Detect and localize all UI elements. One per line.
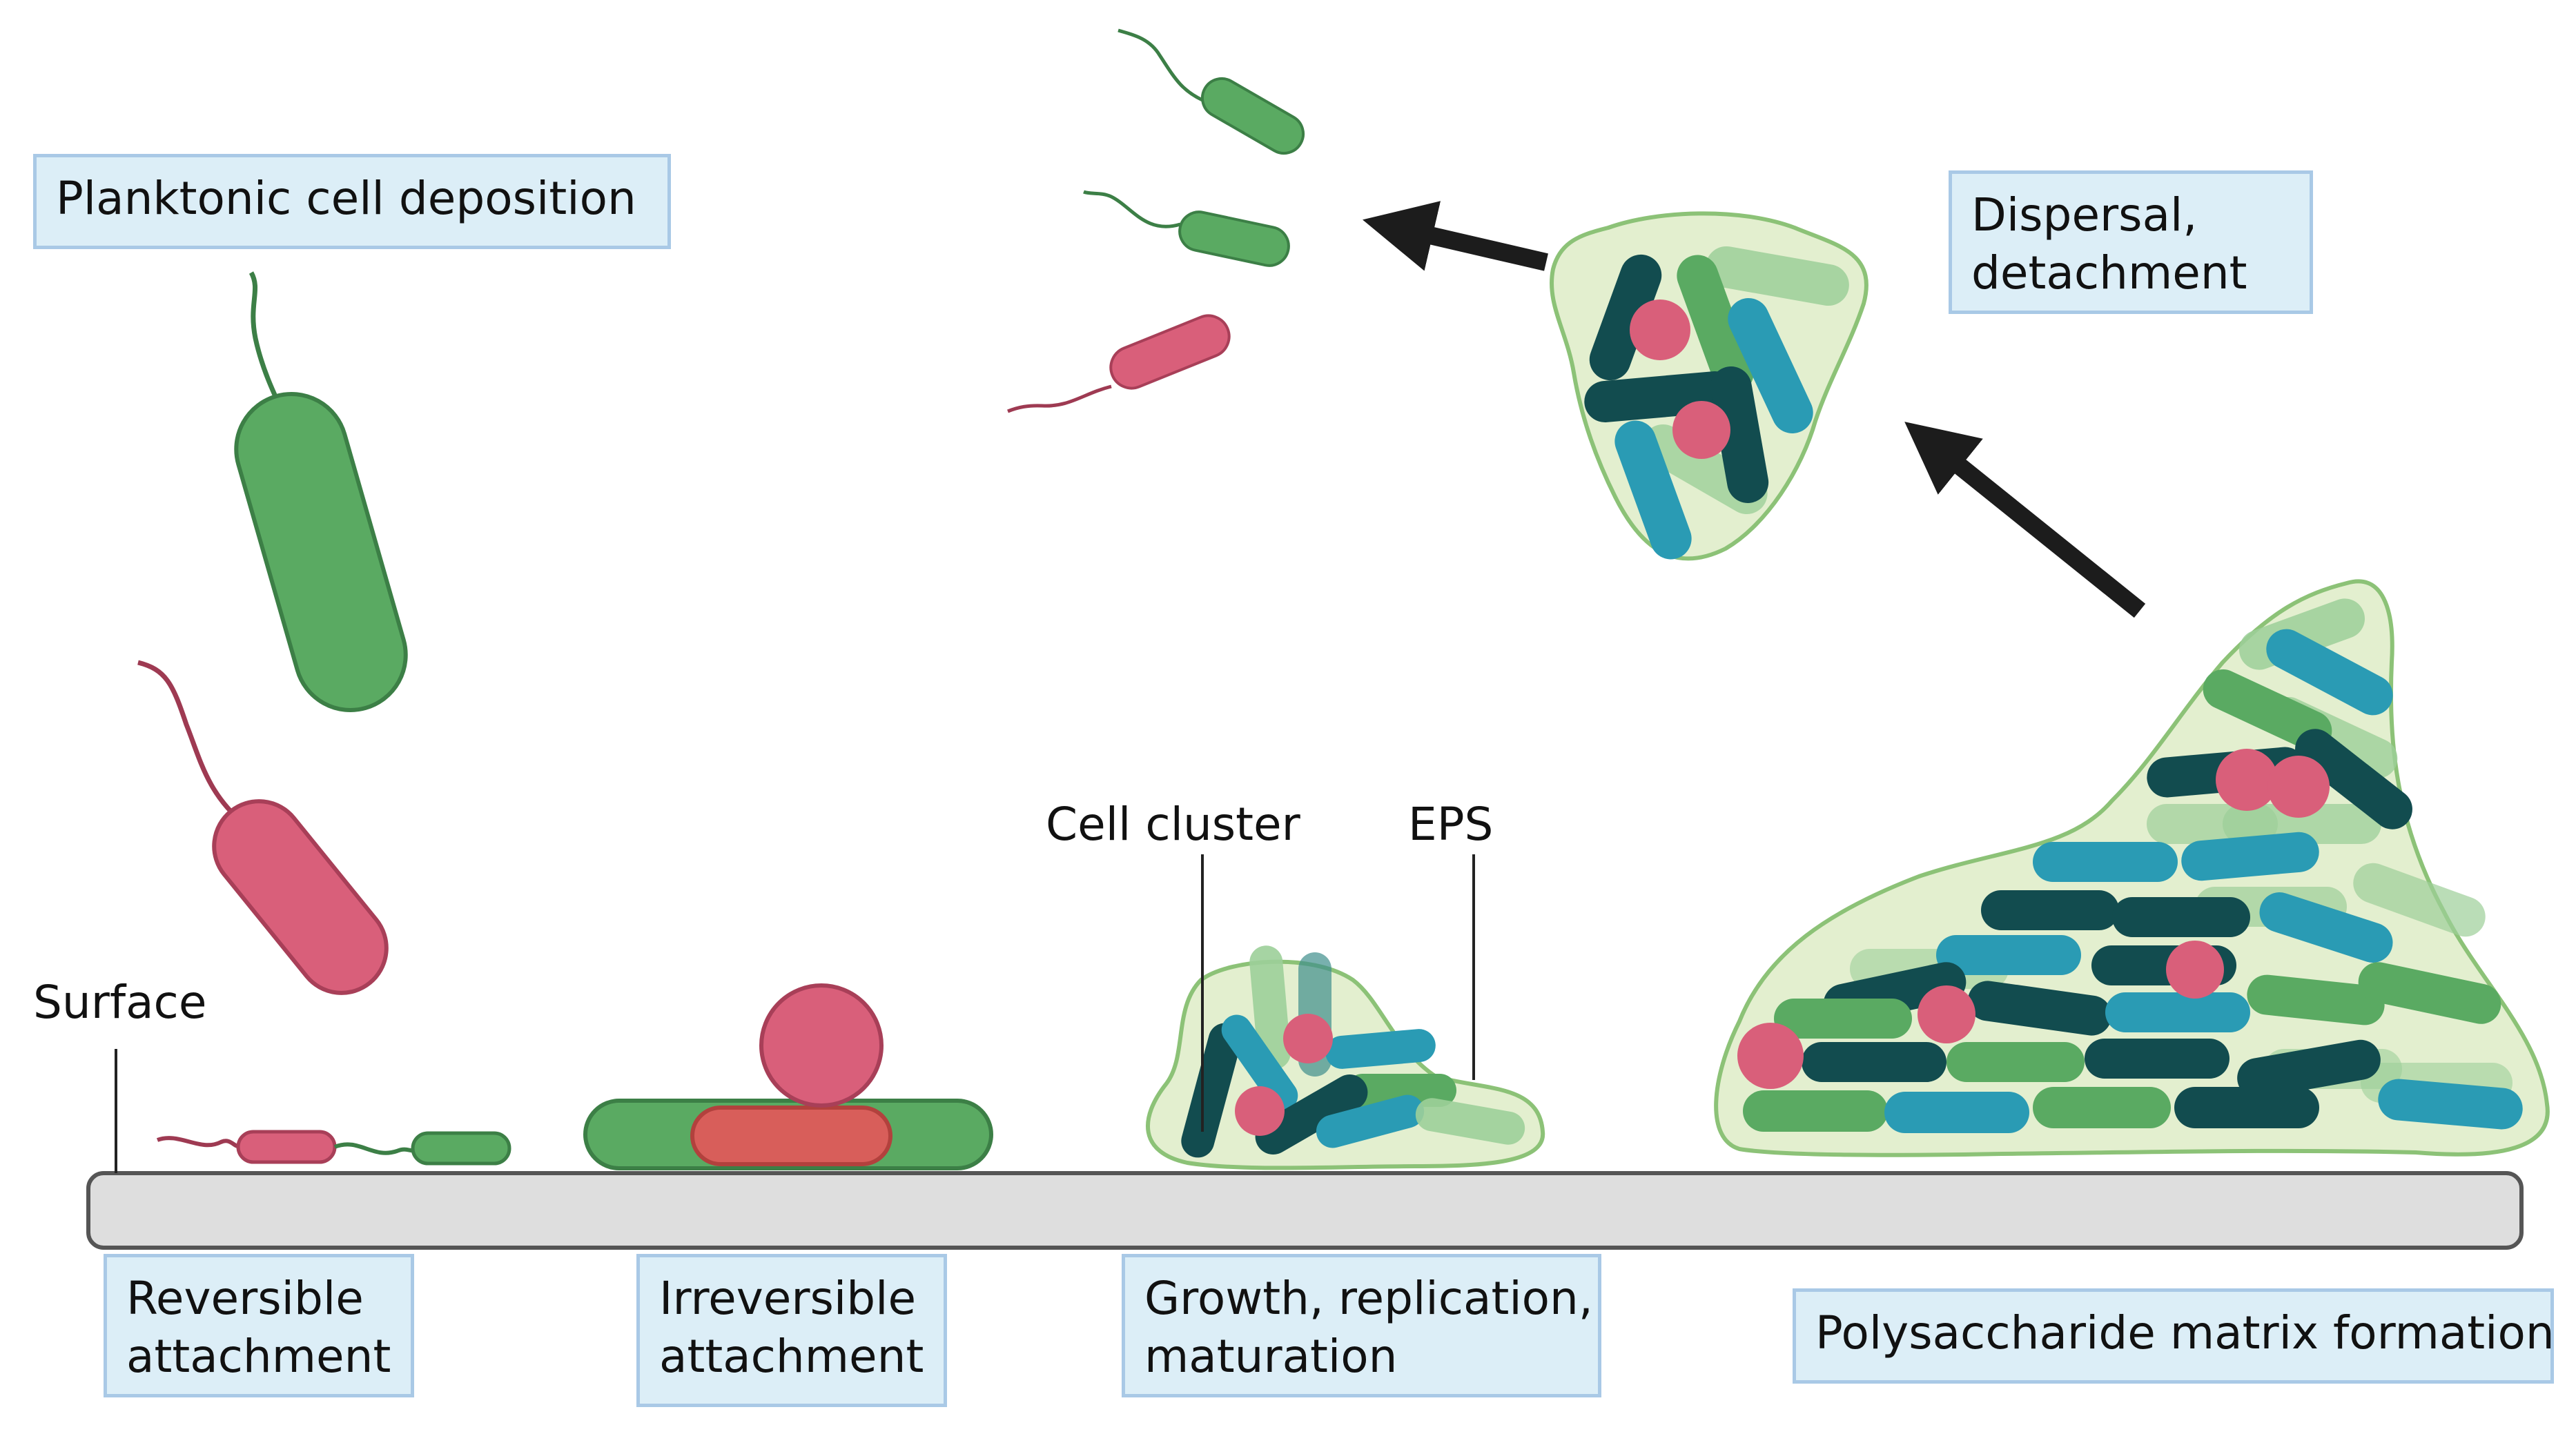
dispersal-arrow: [1904, 422, 2146, 618]
planktonic-cell-deposition-box: Planktonic cell deposition: [33, 154, 671, 249]
dispersed-green-cell-top: [1118, 28, 1305, 155]
eps-label: EPS: [1408, 798, 1494, 851]
surface-bar: [86, 1171, 2524, 1250]
dispersed-pink-cell: [1007, 314, 1231, 413]
growth-line-1: Growth, replication,: [1144, 1272, 1593, 1325]
reversible-attachment-box: Reversible attachment: [104, 1254, 414, 1397]
growth-replication-maturation-box: Growth, replication, maturation: [1122, 1254, 1601, 1397]
growth-line-2: maturation: [1144, 1330, 1398, 1383]
irreversible-attachment-box: Irreversible attachment: [636, 1254, 947, 1407]
planktonic-pink-cell: [137, 660, 389, 995]
irreversible-attachment-line-2: attachment: [659, 1330, 924, 1383]
planktonic-cell-deposition-label: Planktonic cell deposition: [56, 172, 636, 225]
dispersing-cluster: [1550, 211, 1868, 561]
planktonic-green-cell: [234, 271, 408, 712]
surface-label: Surface: [33, 976, 207, 1029]
irreversible-attached-cells: [583, 983, 993, 1170]
cell-cluster-label: Cell cluster: [1046, 798, 1300, 851]
irreversible-attachment-line-1: Irreversible: [659, 1272, 917, 1325]
reversible-attached-cells: [156, 1130, 511, 1166]
dispersal-label-line-1: Dispersal,: [1971, 188, 2198, 242]
polysaccharide-matrix-formation-label: Polysaccharide matrix formation: [1815, 1306, 2555, 1359]
reversible-attachment-line-2: attachment: [126, 1330, 391, 1383]
large-biofilm-matrix: [1714, 579, 2550, 1157]
dispersal-detachment-box: Dispersal, detachment: [1949, 170, 2313, 314]
reversible-attachment-line-1: Reversible: [126, 1272, 364, 1325]
polysaccharide-matrix-formation-box: Polysaccharide matrix formation: [1793, 1288, 2555, 1384]
dispersal-label-line-2: detachment: [1971, 246, 2247, 299]
dispersed-green-cell-middle: [1083, 190, 1290, 267]
growth-cell-cluster: [1145, 945, 1545, 1170]
detachment-arrow: [1363, 201, 1548, 271]
